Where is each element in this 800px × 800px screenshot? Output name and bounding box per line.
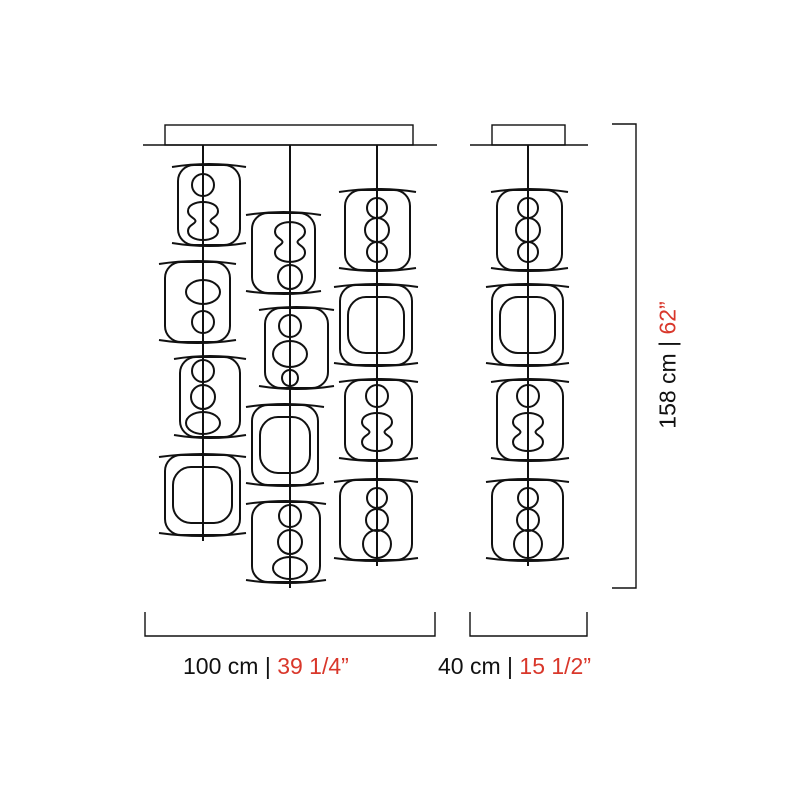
bead-sphere xyxy=(278,314,302,338)
width-label-large: 100 cm | 39 1/4” xyxy=(183,653,349,680)
frame-bottom-bar xyxy=(245,482,325,487)
frame-top-bar xyxy=(258,306,335,311)
frame-top-bar xyxy=(333,478,419,483)
bead-sphere xyxy=(365,384,389,408)
bead-sphere xyxy=(362,529,392,559)
frame-bottom-bar xyxy=(258,385,335,390)
bead-sphere xyxy=(281,369,299,387)
frame-top-bar xyxy=(338,378,419,383)
bead-hourglass xyxy=(273,221,307,263)
frame-top-bar xyxy=(158,453,247,458)
bead-sphere xyxy=(191,173,215,197)
bead-sphere xyxy=(191,359,215,383)
frame-top-bar xyxy=(338,188,417,193)
frame-bottom-bar xyxy=(245,290,322,295)
frame-bottom-bar xyxy=(173,434,247,439)
width-dimension-small xyxy=(469,612,588,637)
bead-hourglass xyxy=(186,201,220,241)
bead-oval xyxy=(185,279,221,305)
height-imperial: 62” xyxy=(654,301,681,335)
glass-window xyxy=(259,416,311,474)
frame-top-bar xyxy=(245,500,327,505)
bead-hourglass xyxy=(360,412,394,452)
frame-bottom-bar xyxy=(245,579,327,584)
bead-oval xyxy=(272,556,308,580)
bead-sphere xyxy=(277,529,303,555)
height-label: 158 cm | 62” xyxy=(655,301,682,428)
frame-bottom-bar xyxy=(171,242,247,247)
glass-frame xyxy=(496,189,563,271)
bead-sphere xyxy=(366,241,388,263)
width-small-imperial: 15 1/2” xyxy=(519,653,592,679)
glass-frame xyxy=(344,379,413,461)
frame-top-bar xyxy=(485,283,570,288)
width-dimension-large xyxy=(144,612,436,637)
glass-frame xyxy=(496,379,564,461)
width-large-imperial: 39 1/4” xyxy=(277,653,349,679)
bead-sphere xyxy=(190,384,216,410)
frame-top-bar xyxy=(171,163,247,168)
separator: | xyxy=(654,334,681,354)
bead-sphere xyxy=(277,264,303,290)
frame-top-bar xyxy=(490,378,570,383)
glass-frame xyxy=(179,356,241,438)
bead-sphere xyxy=(191,310,215,334)
separator: | xyxy=(500,653,520,679)
width-large-metric: 100 cm xyxy=(183,653,259,679)
canopy-large xyxy=(164,124,414,146)
width-small-metric: 40 cm xyxy=(438,653,501,679)
height-dimension xyxy=(612,123,637,589)
bead-oval xyxy=(185,411,221,435)
frame-top-bar xyxy=(490,188,569,193)
glass-window xyxy=(172,466,233,524)
dimension-lines xyxy=(144,123,637,637)
bead-sphere xyxy=(516,384,540,408)
separator: | xyxy=(258,653,278,679)
bead-sphere xyxy=(278,504,302,528)
frame-top-bar xyxy=(158,260,237,265)
width-label-small: 40 cm | 15 1/2” xyxy=(438,653,591,680)
frame-top-bar xyxy=(173,355,247,360)
frame-bottom-bar xyxy=(490,267,569,272)
bead-sphere xyxy=(517,241,539,263)
frame-bottom-bar xyxy=(158,339,237,344)
bead-oval xyxy=(272,340,308,368)
canopy-small xyxy=(491,124,566,146)
height-metric: 158 cm xyxy=(654,353,681,429)
glass-window xyxy=(499,296,556,354)
bead-sphere xyxy=(513,529,543,559)
bead-hourglass xyxy=(511,412,545,452)
frame-top-bar xyxy=(485,478,570,483)
frame-top-bar xyxy=(245,211,322,216)
frame-bottom-bar xyxy=(490,457,570,462)
glass-frame xyxy=(251,501,321,583)
glass-frame xyxy=(164,261,231,343)
frame-top-bar xyxy=(245,403,325,408)
frame-top-bar xyxy=(333,283,419,288)
frame-bottom-bar xyxy=(338,457,419,462)
glass-window xyxy=(347,296,405,354)
